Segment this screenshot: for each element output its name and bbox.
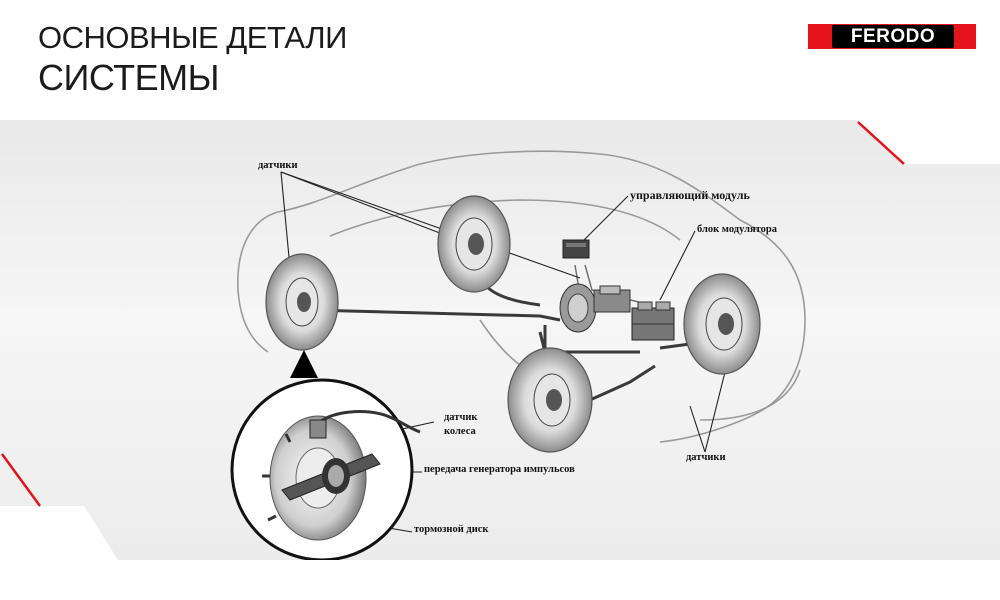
callout-pointer	[290, 350, 318, 378]
diagram-band: датчики управляющий модуль блок модулято…	[0, 120, 1000, 560]
accent-line-bottom-left	[0, 453, 42, 507]
label-modulator-block: блок модулятора	[697, 224, 777, 235]
wheel-front-right	[507, 347, 593, 453]
label-wheel-sensor-2: колеса	[444, 426, 476, 437]
label-wheel-sensor-1: датчик	[444, 412, 478, 423]
car-outline	[237, 150, 806, 443]
brake-booster	[559, 283, 631, 333]
control-module	[562, 239, 590, 259]
label-brake-disc: тормозной диск	[414, 524, 489, 535]
wheel-front-left	[265, 253, 339, 351]
logo-text: FERODO	[850, 26, 936, 47]
ferodo-logo: FERODO	[808, 24, 976, 49]
accent-line-top-right	[857, 121, 905, 165]
page-title: ОСНОВНЫЕ ДЕТАЛИ СИСТЕМЫ	[38, 20, 347, 100]
detail-inset	[230, 378, 421, 560]
label-sensors-top: датчики	[258, 160, 298, 171]
label-pulse-generator: передача генератора импульсов	[424, 464, 575, 475]
title-line-2: СИСТЕМЫ	[38, 57, 220, 98]
wheel-rear-right	[683, 273, 761, 375]
title-line-1: ОСНОВНЫЕ ДЕТАЛИ	[38, 20, 347, 55]
label-control-module: управляющий модуль	[630, 188, 750, 202]
logo-plate: FERODO	[832, 25, 954, 48]
wheel-rear-left	[437, 195, 511, 293]
label-sensors-bottom: датчики	[686, 452, 726, 463]
band-background	[0, 120, 1000, 560]
modulator-block	[631, 301, 675, 341]
abs-diagram	[0, 120, 1000, 560]
